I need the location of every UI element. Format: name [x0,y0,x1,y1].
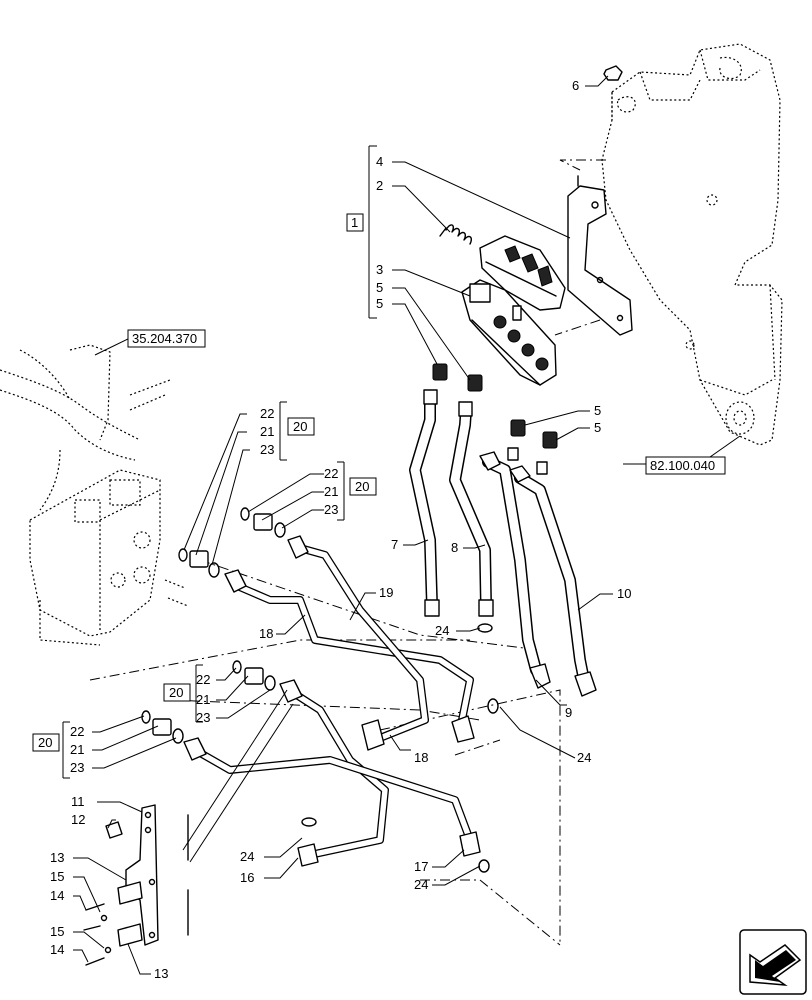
adapters-and-seals [141,507,499,873]
callout-4: 4 [376,154,383,169]
mounting-plate [567,175,633,336]
hydraulic-hoses [409,389,597,697]
callout-12: 12 [71,812,85,827]
hydraulic-tubes [183,535,481,867]
callout-21: 21 [324,484,338,499]
callout-5: 5 [594,420,601,435]
control-valve-block [0,344,189,646]
callout-15: 15 [50,869,64,884]
reference-labels: 35.204.370 82.100.040 [127,329,726,475]
callout-5: 5 [376,280,383,295]
clip-bracket [83,804,189,966]
reference-valve: 35.204.370 [132,331,197,346]
kit-label-1: 1 [351,215,358,230]
callout-leaders [62,75,741,975]
navigation-arrow-icon[interactable] [739,929,807,995]
callout-14: 14 [50,942,64,957]
callout-22: 22 [196,672,210,687]
kit-label-20: 20 [38,735,52,750]
callout-2: 2 [376,178,383,193]
callout-23: 23 [196,710,210,725]
callout-22: 22 [324,466,338,481]
callout-24: 24 [577,750,591,765]
callout-18: 18 [259,626,273,641]
callout-19: 19 [379,585,393,600]
kit-label-20: 20 [355,479,369,494]
callout-14: 14 [50,888,64,903]
callout-24: 24 [414,877,428,892]
callout-22: 22 [70,724,84,739]
section-leaders [182,689,294,863]
callout-3: 3 [376,262,383,277]
valve-cover [479,235,566,311]
kit-label-20: 20 [169,685,183,700]
callout-16: 16 [240,870,254,885]
frame-bracket-drawing [601,43,783,446]
callout-23: 23 [70,760,84,775]
callout-13: 13 [154,966,168,981]
callout-21: 21 [196,692,210,707]
assembly-centre-lines [89,159,606,946]
callout-24: 24 [240,849,254,864]
callout-5: 5 [376,296,383,311]
callout-24: 24 [435,623,449,638]
spring-part [439,224,473,245]
callout-17: 17 [414,859,428,874]
callout-21: 21 [70,742,84,757]
callout-18: 18 [414,750,428,765]
kit-label-20: 20 [293,419,307,434]
callout-13: 13 [50,850,64,865]
callout-numbers: 4 2 3 5 5 6 5 5 7 8 10 9 24 24 19 18 18 … [50,78,631,981]
callout-8: 8 [451,540,458,555]
callout-22: 22 [260,406,274,421]
callout-10: 10 [617,586,631,601]
callout-7: 7 [391,537,398,552]
callout-6: 6 [572,78,579,93]
valve-body [461,279,557,386]
callout-11: 11 [71,794,85,809]
callout-21: 21 [260,424,274,439]
kit-labels: 1 20 20 20 20 [32,213,377,752]
reference-frame: 82.100.040 [650,458,715,473]
callout-23: 23 [260,442,274,457]
callout-9: 9 [565,705,572,720]
fitting-parts [432,65,623,449]
callout-15: 15 [50,924,64,939]
callout-5: 5 [594,403,601,418]
callout-23: 23 [324,502,338,517]
